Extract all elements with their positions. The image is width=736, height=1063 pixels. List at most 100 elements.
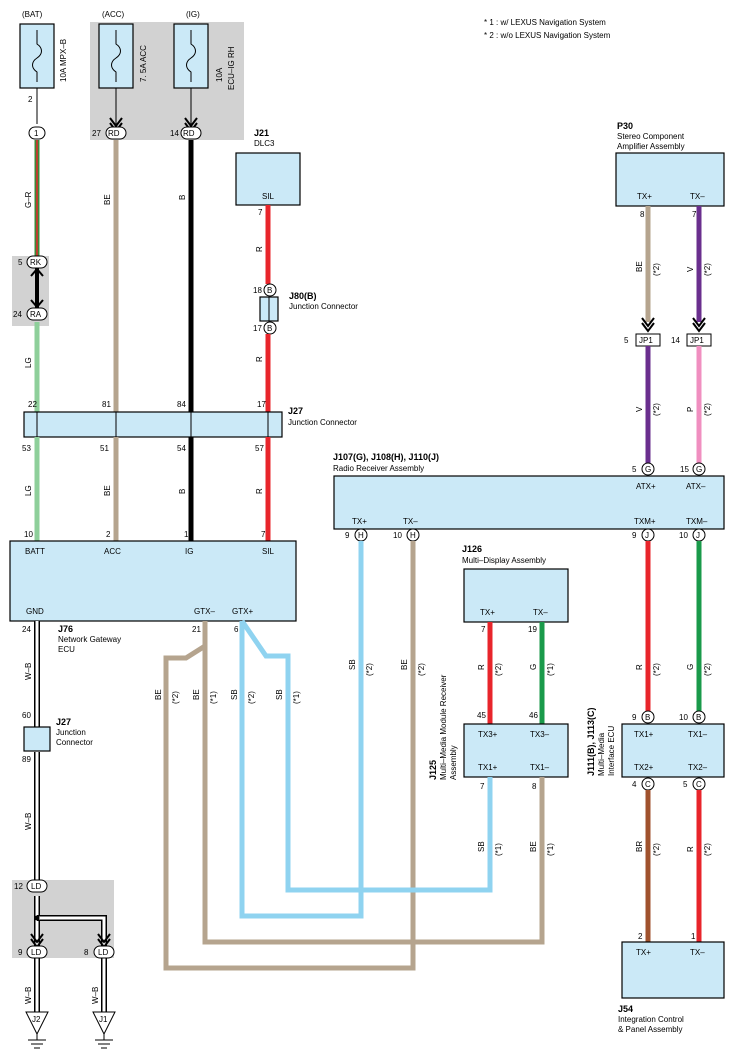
ground-symbol-icon-2 bbox=[95, 1034, 113, 1049]
radio-code: J107(G), J108(H), J110(J) bbox=[333, 452, 439, 462]
j111-pill-10 bbox=[692, 710, 706, 724]
p30-name: Stereo Component bbox=[617, 132, 685, 141]
j76-gnd: GND bbox=[26, 607, 44, 616]
ground-j2-icon bbox=[25, 1011, 49, 1036]
wire-label-b-top: B bbox=[178, 195, 187, 200]
j111-tx2m: TX2– bbox=[688, 763, 708, 772]
j76-name: Network Gateway bbox=[58, 635, 121, 644]
j27a-code: J27 bbox=[288, 406, 303, 416]
j111-pin-10: 10 bbox=[679, 713, 688, 722]
j76-pin-10: 10 bbox=[24, 530, 33, 539]
j27a-pin-54: 54 bbox=[177, 444, 186, 453]
j125-box bbox=[463, 723, 569, 778]
j111-pill-9 bbox=[641, 710, 655, 724]
j54-name-2: & Panel Assembly bbox=[618, 1025, 682, 1034]
j76-ig: IG bbox=[185, 547, 193, 556]
wire-note-v-p30: (*2) bbox=[703, 263, 712, 276]
j125-name-2: Assembly bbox=[449, 745, 458, 780]
pill-1-num: 1 bbox=[34, 129, 39, 138]
radio-txm: TX– bbox=[403, 517, 418, 526]
pill-27-conn: RD bbox=[108, 129, 120, 138]
j76-name-2: ECU bbox=[58, 645, 75, 654]
wire-note-g-126: (*1) bbox=[546, 663, 555, 676]
j76-box bbox=[9, 540, 297, 622]
j80-code: J80(B) bbox=[289, 291, 317, 301]
rk-ra-arrow-icon bbox=[30, 267, 44, 309]
j80-pill-top bbox=[263, 283, 277, 297]
ld-pin-9: 9 bbox=[18, 948, 23, 957]
pill-14-num: 14 bbox=[170, 129, 179, 138]
rk-pin: 5 bbox=[18, 258, 23, 267]
j76-pin-2: 2 bbox=[106, 530, 111, 539]
j111-tx1p: TX1+ bbox=[634, 730, 654, 739]
wire-wb-branch-inner bbox=[37, 916, 106, 1012]
wire-label-g-126: G bbox=[529, 664, 538, 670]
wire-note-be-p30: (*2) bbox=[652, 263, 661, 276]
ig-source-label: (IG) bbox=[186, 10, 200, 19]
fuse-label-ig-2: ECU–IG RH bbox=[227, 46, 236, 90]
wire-label-r-mid: R bbox=[255, 488, 264, 494]
j111-conn-4: C bbox=[645, 780, 651, 789]
j111-conn-5: C bbox=[696, 780, 702, 789]
j21-box bbox=[235, 152, 301, 206]
j76-acc: ACC bbox=[104, 547, 121, 556]
jp1-a-pin: 5 bbox=[624, 336, 629, 345]
radio-txmm-conn: J bbox=[696, 531, 700, 540]
j111-name: Multi–Media bbox=[597, 732, 606, 776]
j126-txm: TX– bbox=[533, 608, 548, 617]
wire-note-sb-radio: (*2) bbox=[365, 663, 374, 676]
pill-1 bbox=[28, 126, 46, 140]
wire-note-g-txm: (*2) bbox=[703, 663, 712, 676]
wire-label-be-gw2: BE bbox=[192, 689, 201, 700]
j125-pin-45: 45 bbox=[477, 711, 486, 720]
j125-pin-7: 7 bbox=[480, 782, 485, 791]
rk-conn: RK bbox=[30, 258, 42, 267]
j111-code: J111(B), J113(C) bbox=[586, 707, 596, 776]
j126-txp: TX+ bbox=[480, 608, 495, 617]
fuse-label-acc: 7. 5A ACC bbox=[139, 45, 148, 82]
wire-label-br-111: BR bbox=[635, 841, 644, 852]
acc-source-label: (ACC) bbox=[102, 10, 125, 19]
j76-pin-24: 24 bbox=[22, 625, 31, 634]
ld-conn-9: LD bbox=[31, 948, 41, 957]
wire-note-sb-gw2: (*1) bbox=[292, 691, 301, 704]
j27a-name: Junction Connector bbox=[288, 418, 357, 427]
radio-txp: TX+ bbox=[352, 517, 367, 526]
wire-label-g-txm: G bbox=[686, 664, 695, 670]
note-2: * 2 : w/o LEXUS Navigation System bbox=[484, 31, 611, 40]
j126-box bbox=[463, 568, 569, 623]
j125-tx1m: TX1– bbox=[530, 763, 550, 772]
j27b-box bbox=[23, 726, 51, 752]
wire-label-wb2: W–B bbox=[24, 813, 33, 830]
wire-label-lg-mid: LG bbox=[24, 485, 33, 496]
radio-txp-conn: H bbox=[358, 531, 364, 540]
wire-label-r-txm: R bbox=[635, 664, 644, 670]
wire-note-v2: (*2) bbox=[652, 403, 661, 416]
ground-j1-label: J1 bbox=[99, 1015, 108, 1024]
j111-pin-4: 4 bbox=[632, 780, 637, 789]
radio-txmp-conn: J bbox=[645, 531, 649, 540]
wire-label-wb1: W–B bbox=[24, 663, 33, 680]
radio-txmp: TXM+ bbox=[634, 517, 656, 526]
j27a-pin-17: 17 bbox=[257, 400, 266, 409]
radio-txmp-pin: 9 bbox=[632, 531, 637, 540]
fuse-icon-acc bbox=[111, 30, 121, 82]
wire-label-be-p30: BE bbox=[635, 261, 644, 272]
radio-atxm-conn: G bbox=[696, 465, 702, 474]
wire-label-sb-gw2: SB bbox=[275, 689, 284, 700]
note-1: * 1 : w/ LEXUS Navigation System bbox=[484, 18, 606, 27]
fuse-label-ig: 10A bbox=[215, 67, 224, 82]
j27a-pin-51: 51 bbox=[100, 444, 109, 453]
j76-gtx-plus: GTX+ bbox=[232, 607, 253, 616]
wire-sb-gtxp-radio bbox=[239, 541, 364, 919]
j111-conn-9: B bbox=[645, 713, 650, 722]
wire-label-be-125: BE bbox=[529, 841, 538, 852]
ld-conn-8: LD bbox=[98, 948, 108, 957]
j54-code: J54 bbox=[618, 1004, 633, 1014]
radio-txm-conn: H bbox=[410, 531, 416, 540]
wire-label-v2: V bbox=[635, 406, 644, 412]
radio-atxm-pin: 15 bbox=[680, 465, 689, 474]
j111-tx2p: TX2+ bbox=[634, 763, 654, 772]
j54-name: Integration Control bbox=[618, 1015, 684, 1024]
j76-pin-21: 21 bbox=[192, 625, 201, 634]
